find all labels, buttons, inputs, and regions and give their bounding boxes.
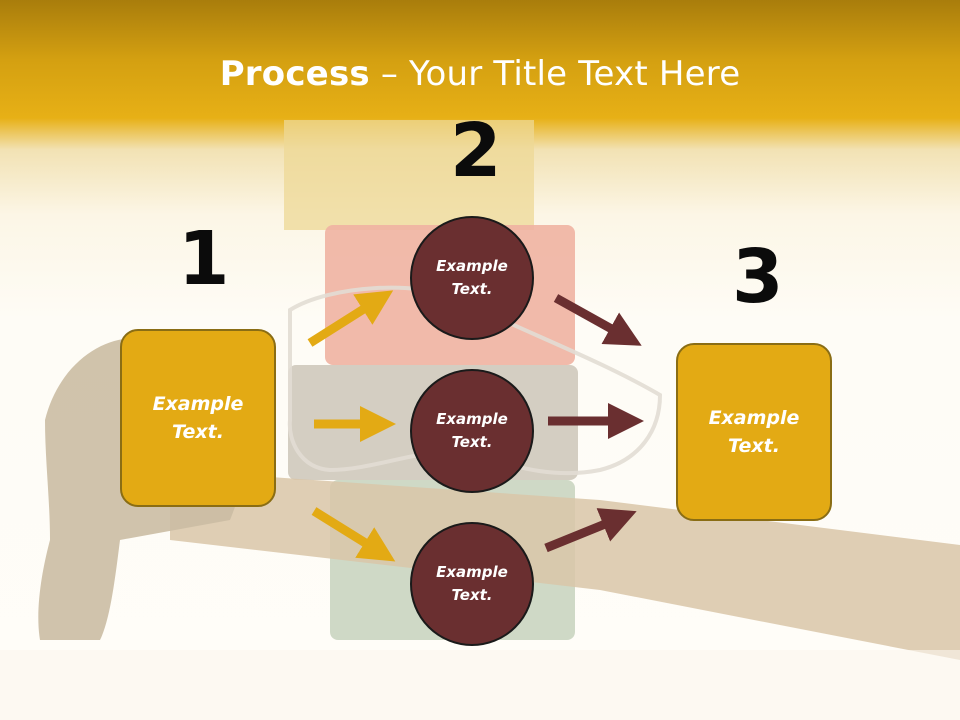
step-2-middle-label: Example Text.	[436, 409, 508, 451]
title-rest: – Your Title Text Here	[369, 54, 741, 94]
arrow-1-to-bottom	[311, 507, 396, 562]
step-1-box: Example Text.	[120, 329, 276, 507]
step-2-circle-bottom: Example Text.	[410, 522, 534, 646]
title-bold: Process	[219, 54, 370, 94]
step-2-circle-top: Example Text.	[410, 216, 534, 340]
step-number-3: 3	[732, 234, 784, 320]
arrow-top-to-3	[553, 294, 642, 346]
step-3-box: Example Text.	[676, 343, 832, 521]
step-number-1: 1	[178, 216, 230, 302]
hammer-handle	[170, 470, 960, 660]
slide-title: Process – Your Title Text Here	[0, 54, 960, 94]
step-2-circle-middle: Example Text.	[410, 369, 534, 493]
tape-roll-yellow	[284, 120, 534, 230]
step-2-top-label: Example Text.	[436, 256, 508, 298]
step-1-label: Example Text.	[152, 392, 244, 444]
step-number-2: 2	[450, 108, 502, 194]
table-reflection	[0, 650, 960, 720]
step-3-label: Example Text.	[708, 406, 800, 458]
arrow-bottom-to-3	[544, 508, 637, 553]
step-2-bottom-label: Example Text.	[436, 562, 508, 604]
arrow-1-to-top	[307, 290, 394, 347]
